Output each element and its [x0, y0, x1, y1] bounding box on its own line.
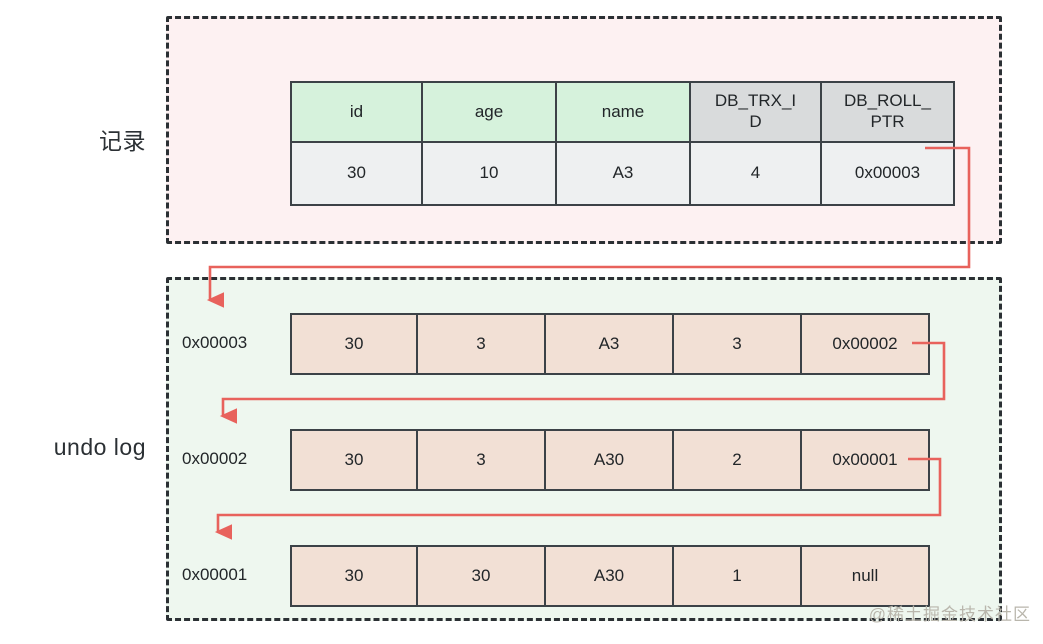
record-table: id age name DB_TRX_I D DB_ROLL_ PTR 30 1… [290, 81, 955, 206]
record-header-db-trx-id-line2: D [749, 112, 762, 131]
record-header-age: age [421, 81, 557, 143]
undo-log-row-3-table: 30 30 A30 1 null [290, 545, 930, 607]
record-header-db-roll-ptr-line1: DB_ROLL_ [844, 91, 931, 111]
undo-row-1-cell-name: A3 [544, 313, 674, 375]
table-row: 30 3 A3 3 0x00002 [290, 313, 930, 375]
undo-row-3-cell-db-trx-id: 1 [672, 545, 802, 607]
record-cell-name: A3 [555, 141, 691, 206]
undo-row-pointer-label-3: 0x00001 [182, 565, 248, 584]
undo-row-2-cell-db-roll-ptr: 0x00001 [800, 429, 930, 491]
record-header-name: name [555, 81, 691, 143]
undo-row-3-cell-name: A30 [544, 545, 674, 607]
undo-row-3-cell-db-roll-ptr: null [800, 545, 930, 607]
record-cell-age: 10 [421, 141, 557, 206]
undo-log-group-label: undo log [53, 434, 146, 460]
undo-row-1-cell-db-trx-id: 3 [672, 313, 802, 375]
record-table-data-row: 30 10 A3 4 0x00003 [290, 141, 955, 206]
table-row: 30 3 A30 2 0x00001 [290, 429, 930, 491]
record-group-label: 记录 [99, 128, 146, 154]
record-header-db-trx-id: DB_TRX_I D [689, 81, 822, 143]
record-cell-db-trx-id: 4 [689, 141, 822, 206]
undo-row-pointer-label-1: 0x00003 [182, 333, 248, 352]
undo-log-row-2: 30 3 A30 2 0x00001 [290, 429, 930, 491]
undo-row-1-cell-age: 3 [416, 313, 546, 375]
undo-log-row-3: 30 30 A30 1 null [290, 545, 930, 607]
undo-log-row-1-table: 30 3 A3 3 0x00002 [290, 313, 930, 375]
undo-row-2-cell-name: A30 [544, 429, 674, 491]
record-cell-id: 30 [290, 141, 423, 206]
undo-row-3-cell-age: 30 [416, 545, 546, 607]
undo-row-pointer-label-2: 0x00002 [182, 449, 248, 468]
undo-log-row-1: 30 3 A3 3 0x00002 [290, 313, 930, 375]
record-header-id: id [290, 81, 423, 143]
record-header-db-roll-ptr-line2: PTR [870, 112, 905, 131]
record-header-db-roll-ptr: DB_ROLL_ PTR [820, 81, 955, 143]
undo-row-2-cell-db-trx-id: 2 [672, 429, 802, 491]
undo-row-1-cell-id: 30 [290, 313, 418, 375]
watermark-text: @稀土掘金技术社区 [868, 605, 1031, 624]
undo-row-2-cell-id: 30 [290, 429, 418, 491]
record-header-db-trx-id-line1: DB_TRX_I [714, 91, 797, 111]
undo-log-row-2-table: 30 3 A30 2 0x00001 [290, 429, 930, 491]
undo-row-3-cell-id: 30 [290, 545, 418, 607]
record-cell-db-roll-ptr: 0x00003 [820, 141, 955, 206]
undo-row-1-cell-db-roll-ptr: 0x00002 [800, 313, 930, 375]
table-row: 30 30 A30 1 null [290, 545, 930, 607]
undo-row-2-cell-age: 3 [416, 429, 546, 491]
record-table-header-row: id age name DB_TRX_I D DB_ROLL_ PTR [290, 81, 955, 143]
